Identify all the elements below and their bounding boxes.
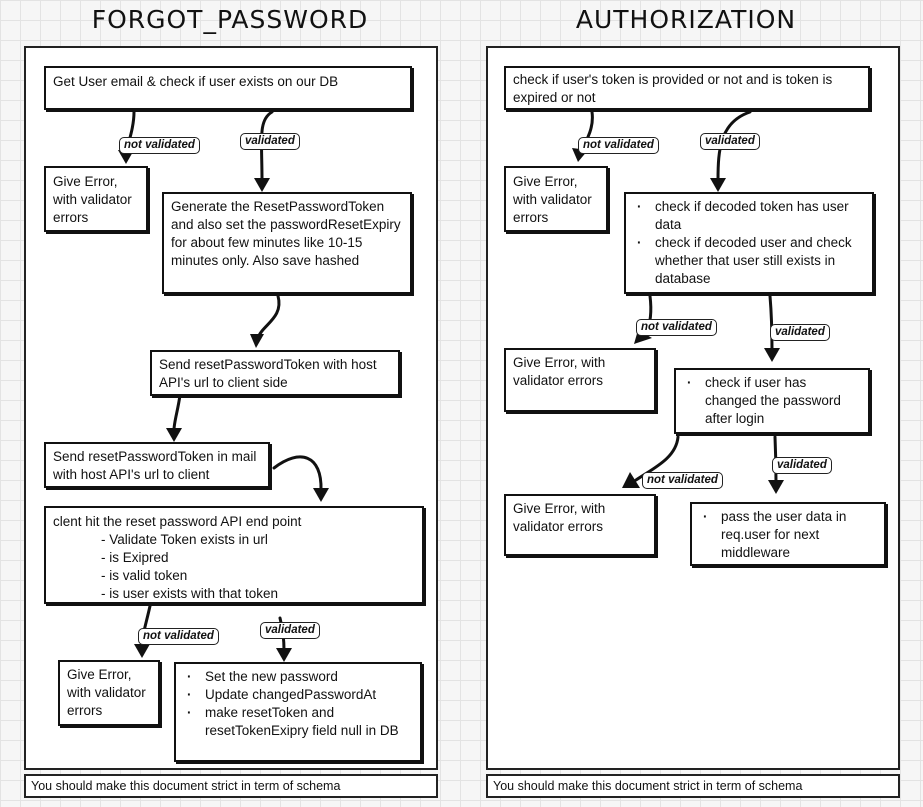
check-item: - Validate Token exists in url — [101, 532, 268, 547]
pass-item: pass the user data in req.user for next … — [699, 508, 877, 562]
decoded-check-item: check if decoded token has user data — [633, 198, 865, 234]
final-item: Update changedPasswordAt — [183, 686, 413, 704]
generate-token-box: Generate the ResetPasswordToken and also… — [162, 192, 412, 294]
final-item: Set the new password — [183, 668, 413, 686]
decoded-check-item: check if decoded user and check whether … — [633, 234, 865, 288]
check-item: - is valid token — [101, 568, 188, 583]
give-error-box: Give Error, with validator errors — [504, 166, 608, 232]
authorization-footer: You should make this document strict in … — [486, 774, 900, 798]
validated-label: validated — [260, 622, 320, 639]
give-error-box: Give Error, with validator errors — [58, 660, 160, 726]
send-token-mail-box: Send resetPasswordToken in mail with hos… — [44, 442, 270, 488]
forgot-password-footer: You should make this document strict in … — [24, 774, 438, 798]
not-validated-label: not validated — [578, 137, 659, 154]
send-token-client-box: Send resetPasswordToken with host API's … — [150, 350, 400, 396]
get-user-email-box: Get User email & check if user exists on… — [44, 66, 412, 110]
give-error-box: Give Error, with validator errors — [504, 494, 656, 556]
forgot-password-title: FORGOT_PASSWORD — [91, 5, 369, 34]
validated-label: validated — [240, 133, 300, 150]
not-validated-label: not validated — [636, 319, 717, 336]
validated-label: validated — [772, 457, 832, 474]
client-hit-endpoint-box: clent hit the reset password API end poi… — [44, 506, 424, 604]
give-error-box: Give Error, with validator errors — [44, 166, 148, 232]
not-validated-label: not validated — [119, 137, 200, 154]
check-token-box: check if user's token is provided or not… — [504, 66, 870, 110]
validated-label: validated — [770, 324, 830, 341]
pass-user-data-box: pass the user data in req.user for next … — [690, 502, 886, 566]
password-changed-check-box: check if user has changed the password a… — [674, 368, 870, 434]
changed-check-item: check if user has changed the password a… — [683, 374, 861, 428]
not-validated-label: not validated — [138, 628, 219, 645]
give-error-box: Give Error, with validator errors — [504, 348, 656, 412]
set-new-password-box: Set the new password Update changedPassw… — [174, 662, 422, 762]
client-hit-heading: clent hit the reset password API end poi… — [53, 514, 302, 529]
not-validated-label: not validated — [642, 472, 723, 489]
validated-label: validated — [700, 133, 760, 150]
authorization-title: AUTHORIZATION — [575, 5, 797, 34]
final-item: make resetToken and resetTokenExipry fie… — [183, 704, 413, 740]
check-item: - is Exipred — [101, 550, 169, 565]
check-item: - is user exists with that token — [101, 586, 279, 601]
decoded-token-checks-box: check if decoded token has user data che… — [624, 192, 874, 294]
